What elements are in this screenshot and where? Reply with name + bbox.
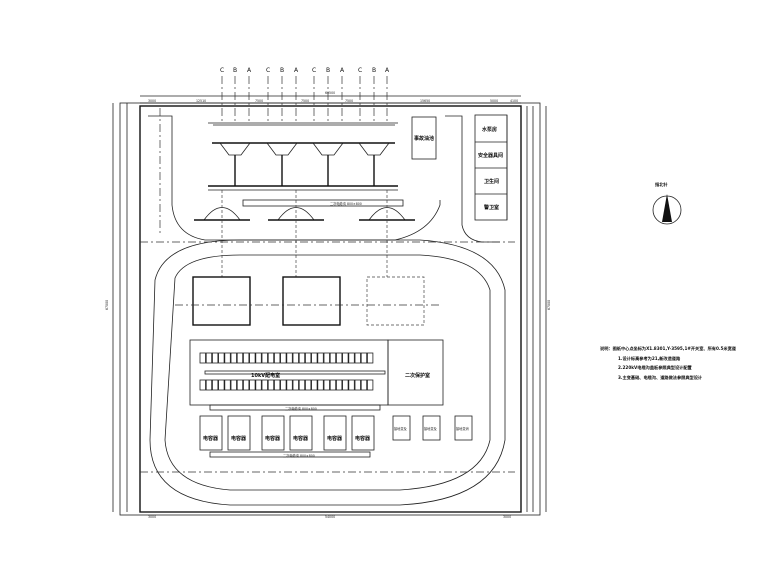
restroom-label: 卫生间: [484, 178, 499, 185]
outdoor-switchgear: 二次电缆沟 800×800: [194, 122, 415, 277]
north-arrow-icon: [662, 194, 672, 222]
grounding-transformer-label: 接地变及: [424, 426, 438, 431]
main-transformers: [175, 276, 440, 326]
svg-text:7500: 7500: [255, 99, 263, 103]
phase-label: B: [372, 67, 376, 74]
svg-text:67000: 67000: [547, 300, 551, 310]
grounding-transformer: [392, 415, 411, 441]
svg-text:2.220kV电缆沟盖板参照典型设计配置: 2.220kV电缆沟盖板参照典型设计配置: [618, 364, 693, 371]
svg-text:5000: 5000: [490, 99, 498, 103]
capacitor-bank: [227, 415, 251, 451]
north-arrow: 指北针: [652, 181, 682, 225]
svg-text:7500: 7500: [345, 99, 353, 103]
capacitor-label: 电容器: [231, 435, 247, 442]
svg-text:二次保护室: 二次保护室: [405, 372, 430, 379]
design-notes: 说明：图纸中心点坐标为X1.8301,Y-3595,1#开关室、所有0.5米宽道…: [600, 345, 737, 381]
svg-text:4100: 4100: [510, 99, 518, 103]
svg-text:12510: 12510: [196, 99, 206, 103]
ring-road: [164, 254, 491, 491]
capacitor-bank: [261, 415, 285, 451]
phase-label: A: [385, 67, 390, 74]
svg-text:说明：图纸中心点坐标为X1.8301,Y-3595,1#开关: 说明：图纸中心点坐标为X1.8301,Y-3595,1#开关室、所有0.5米宽道: [600, 345, 737, 352]
capacitor-banks: 电容器 电容器 电容器 电容器 电容器 电容器: [199, 415, 375, 451]
svg-text:3.主变基础、电缆沟、道路做法参照典型设计: 3.主变基础、电缆沟、道路做法参照典型设计: [618, 374, 703, 381]
bottom-dimensions: 3000 54000 3000: [140, 511, 521, 519]
phase-label: A: [340, 67, 345, 74]
grounding-transformer: [454, 415, 473, 441]
phase-label: B: [280, 67, 284, 74]
capacitor-bank: [289, 415, 313, 451]
svg-text:60500: 60500: [325, 91, 335, 95]
svg-text:二次电缆沟 800×800: 二次电缆沟 800×800: [285, 406, 317, 411]
capacitor-label: 电容器: [355, 435, 371, 442]
capacitor-label: 电容器: [327, 435, 343, 442]
capacitor-bank: [323, 415, 347, 451]
svg-text:指北针: 指北针: [655, 181, 668, 188]
road-top: [148, 115, 441, 241]
phase-label: C: [266, 67, 270, 74]
svg-text:二次电缆沟 800×800: 二次电缆沟 800×800: [330, 201, 362, 206]
grounding-transformer-label: 接地变消: [456, 426, 469, 431]
svg-text:事故油池: 事故油池: [414, 135, 434, 142]
site-boundary: [139, 105, 522, 513]
phase-label: B: [233, 67, 237, 74]
guard-room-label: 警卫室: [483, 204, 499, 211]
capacitor-label: 电容器: [203, 435, 219, 442]
phase-label: A: [247, 67, 252, 74]
grounding-transformer-label: 接地变及: [394, 426, 408, 431]
capacitor-label: 电容器: [265, 435, 281, 442]
phase-label: C: [220, 67, 224, 74]
safety-tool-room-label: 安全器具间: [478, 152, 503, 159]
top-dimensions: 3000 12510 7500 7500 7500 15650 5000 410…: [140, 91, 521, 126]
capacitor-bank: [199, 415, 223, 451]
accident-pool: [411, 116, 437, 160]
svg-text:1.设计标高参考为21,新改造道路: 1.设计标高参考为21,新改造道路: [618, 355, 681, 362]
outer-boundary: [119, 102, 541, 516]
phase-label: C: [312, 67, 316, 74]
svg-text:3000: 3000: [148, 99, 156, 103]
svg-text:10kV配电室: 10kV配电室: [251, 372, 280, 379]
pump-room-label: 水泵房: [481, 126, 497, 133]
phase-label: B: [326, 67, 330, 74]
phase-label: A: [294, 67, 299, 74]
svg-text:3000: 3000: [148, 515, 156, 519]
auxiliary-building: 水泵房 安全器具间 卫生间 警卫室: [474, 114, 508, 221]
svg-text:3000: 3000: [503, 515, 511, 519]
svg-text:67000: 67000: [105, 300, 109, 310]
grounding-transformer: [422, 415, 441, 441]
phase-label: C: [358, 67, 362, 74]
switchgear-room: 10kV配电室 二次保护室: [189, 339, 444, 406]
svg-text:54000: 54000: [325, 515, 335, 519]
svg-text:7500: 7500: [301, 99, 309, 103]
svg-text:二次电缆沟 800×800: 二次电缆沟 800×800: [283, 453, 315, 458]
left-dimensions: 67000: [105, 103, 128, 512]
right-dimensions: 67000: [526, 106, 551, 512]
capacitor-label: 电容器: [293, 435, 309, 442]
capacitor-bank: [351, 415, 375, 451]
grounding-transformers: 接地变及 接地变及 接地变消: [392, 415, 473, 441]
svg-text:15650: 15650: [420, 99, 430, 103]
